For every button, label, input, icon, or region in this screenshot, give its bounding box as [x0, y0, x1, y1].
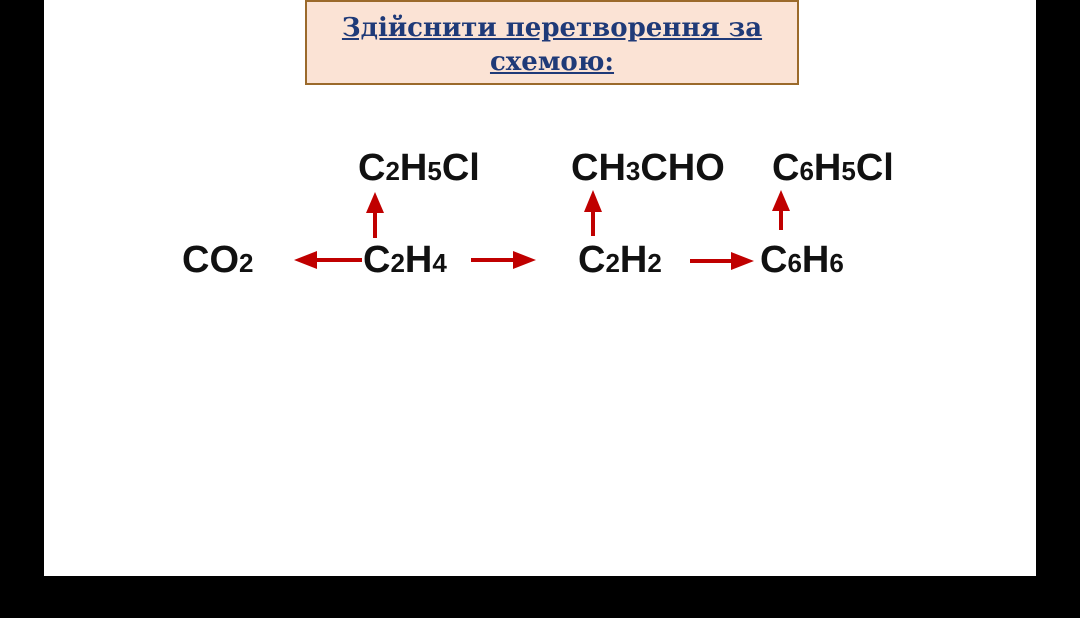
formula-element: H [801, 239, 830, 281]
formula-element: H [619, 239, 648, 281]
formula-element: H [404, 239, 433, 281]
formula-subscript: 2 [390, 248, 405, 278]
title-line-1: Здійснити перетворення за [341, 13, 763, 43]
title-box: Здійснити перетворення за схемою: [305, 0, 799, 85]
formula-subscript: 5 [841, 156, 856, 186]
formula-c2h2: C2H2 [578, 240, 662, 283]
reaction-arrows [294, 190, 790, 270]
formula-subscript: 6 [829, 248, 844, 278]
formula-c6h5cl: C6H5Cl [772, 148, 894, 191]
formula-element: H [399, 147, 428, 189]
arrow-c2h4-to-co2 [294, 251, 362, 269]
formula-element: C [363, 239, 391, 281]
formula-subscript: 5 [427, 156, 442, 186]
formula-ch3cho: CH3CHO [571, 148, 725, 191]
formula-subscript: 2 [385, 156, 400, 186]
arrow-c2h2-to-c6h6 [690, 252, 754, 270]
formula-c2h5cl: C2H5Cl [358, 148, 480, 191]
formula-c6h6: C6H6 [760, 240, 844, 283]
arrow-c2h2-to-ch3cho [584, 190, 602, 236]
slide: Здійснити перетворення за схемою: CO2 C2… [44, 0, 1036, 576]
arrow-c2h4-to-c2h5cl [366, 192, 384, 238]
formula-subscript: 2 [605, 248, 620, 278]
formula-subscript: 6 [799, 156, 814, 186]
formula-subscript: 2 [239, 248, 254, 278]
formula-element: Cl [441, 147, 480, 189]
formula-element: C [578, 239, 606, 281]
formula-element: C [760, 239, 788, 281]
formula-subscript: 2 [647, 248, 662, 278]
title-line-2: схемою: [489, 47, 615, 77]
formula-element: H [813, 147, 842, 189]
formula-subscript: 4 [432, 248, 447, 278]
formula-element: Cl [855, 147, 894, 189]
formula-subscript: 6 [787, 248, 802, 278]
formula-element: CHO [640, 147, 725, 189]
formula-subscript: 3 [625, 156, 641, 186]
arrow-c6h6-to-c6h5cl [772, 190, 790, 230]
formula-element: C [772, 147, 800, 189]
formula-element: CO [182, 239, 239, 281]
arrow-c2h4-to-c2h2 [471, 251, 536, 269]
formula-element: CH [571, 147, 626, 189]
formula-element: C [358, 147, 386, 189]
formula-co2: CO2 [182, 240, 253, 283]
formula-c2h4: C2H4 [363, 240, 447, 283]
